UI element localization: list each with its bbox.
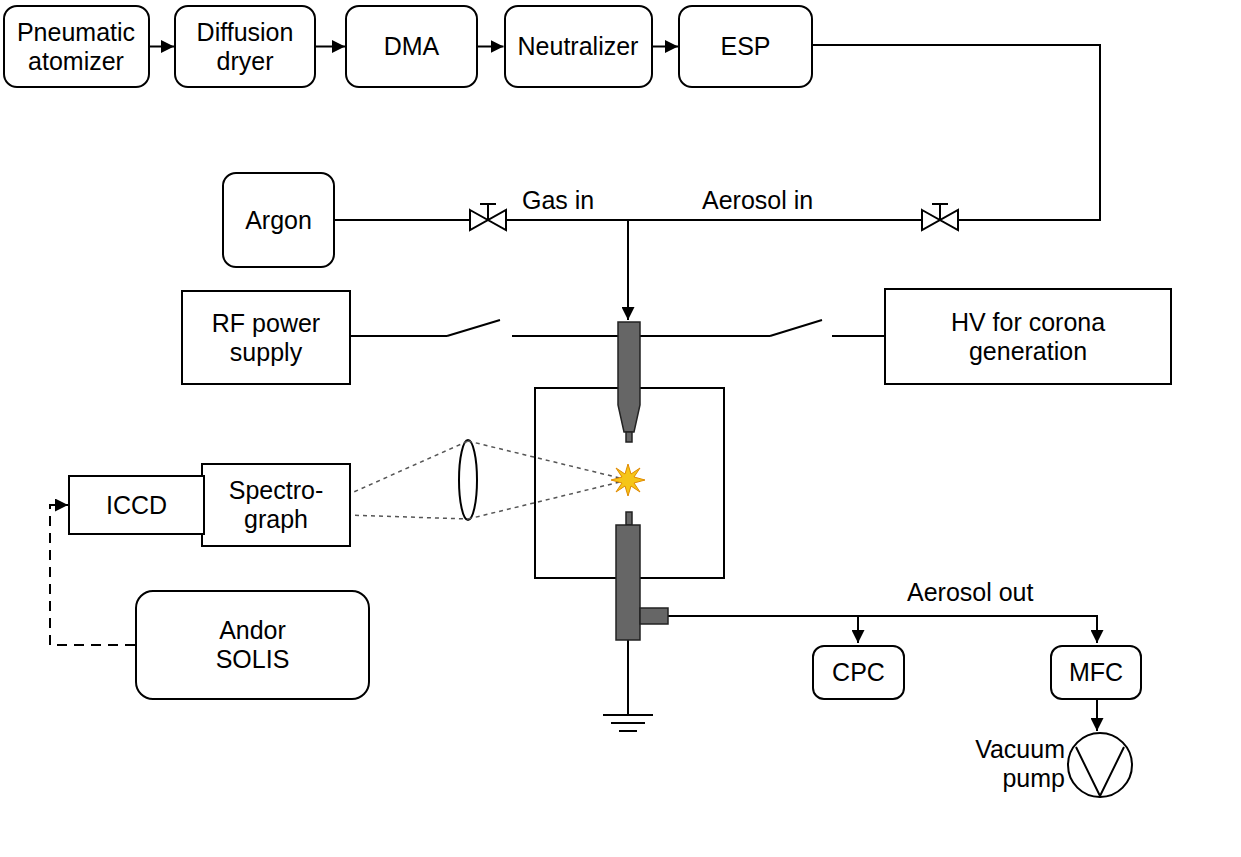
- power-supply-box: HV for corona generation: [884, 288, 1172, 385]
- ground-wire: [627, 640, 629, 715]
- counter-box: CPC: [812, 645, 905, 700]
- process-box: Diffusion dryer: [174, 5, 316, 88]
- inlet-arrow: [627, 220, 629, 320]
- node-text: HV for corona generation: [894, 308, 1162, 366]
- outlet-line: [668, 616, 1097, 643]
- node-text: Pneumatic atomizer: [13, 18, 140, 76]
- power-supply-box: RF power supply: [181, 290, 351, 385]
- node-text: DMA: [384, 32, 440, 61]
- flow-controller-box: MFC: [1050, 645, 1142, 700]
- node-text: Diffusion dryer: [184, 18, 306, 76]
- light-path: [347, 441, 628, 519]
- node-text: RF power supply: [191, 309, 341, 367]
- electrode-tip: [626, 432, 632, 442]
- flow-arrow: [653, 46, 679, 48]
- node-text: MFC: [1069, 658, 1123, 687]
- flow-arrow: [478, 46, 504, 48]
- optical-ray: [347, 441, 628, 519]
- node-text: Andor SOLIS: [198, 616, 308, 674]
- flow-label: Vacuum pump: [955, 735, 1067, 793]
- outlet-tube: [640, 608, 668, 624]
- flow-arrow: [316, 46, 345, 48]
- plasma-spark: [611, 464, 645, 496]
- rf-switch-wire: [347, 320, 618, 336]
- flow-label: Aerosol out: [905, 578, 1035, 607]
- vacuum-pump-symbol: [1076, 747, 1124, 796]
- node-text: CPC: [832, 658, 885, 687]
- node-text: Argon: [245, 206, 312, 235]
- spectrograph-box: Spectro- graph: [201, 463, 351, 547]
- connector-layer: [50, 47, 678, 646]
- ground-symbol: [603, 715, 653, 731]
- lens: [459, 440, 477, 520]
- aerosol-line: [813, 45, 1100, 220]
- vacuum-pump-symbol: [1068, 733, 1132, 797]
- software-box: Andor SOLIS: [135, 590, 370, 700]
- outlet-branch: [857, 616, 859, 643]
- gas-line: [506, 219, 922, 221]
- process-box: DMA: [345, 5, 478, 88]
- node-text: ESP: [720, 32, 770, 61]
- node-text: Spectro- graph: [211, 476, 341, 534]
- camera-box: ICCD: [68, 475, 205, 535]
- flow-label: Gas in: [520, 186, 596, 215]
- node-text: Neutralizer: [518, 32, 639, 61]
- valve-stem: [480, 204, 496, 220]
- pump-line: [1096, 700, 1098, 731]
- process-box: Neutralizer: [504, 5, 653, 88]
- hv-switch-wire: [640, 320, 888, 336]
- upper-electrode: [618, 322, 640, 432]
- gas-line: [335, 219, 470, 221]
- process-box: Pneumatic atomizer: [3, 5, 150, 88]
- node-text: ICCD: [106, 491, 167, 520]
- lower-electrode: [616, 525, 640, 640]
- valve-stem: [932, 204, 948, 220]
- process-box: ESP: [678, 5, 813, 88]
- gas-supply-box: Argon: [222, 172, 335, 268]
- electrode-tip: [626, 512, 632, 525]
- flow-arrow: [150, 46, 175, 48]
- piping: [335, 45, 1132, 797]
- flow-label: Aerosol in: [700, 186, 815, 215]
